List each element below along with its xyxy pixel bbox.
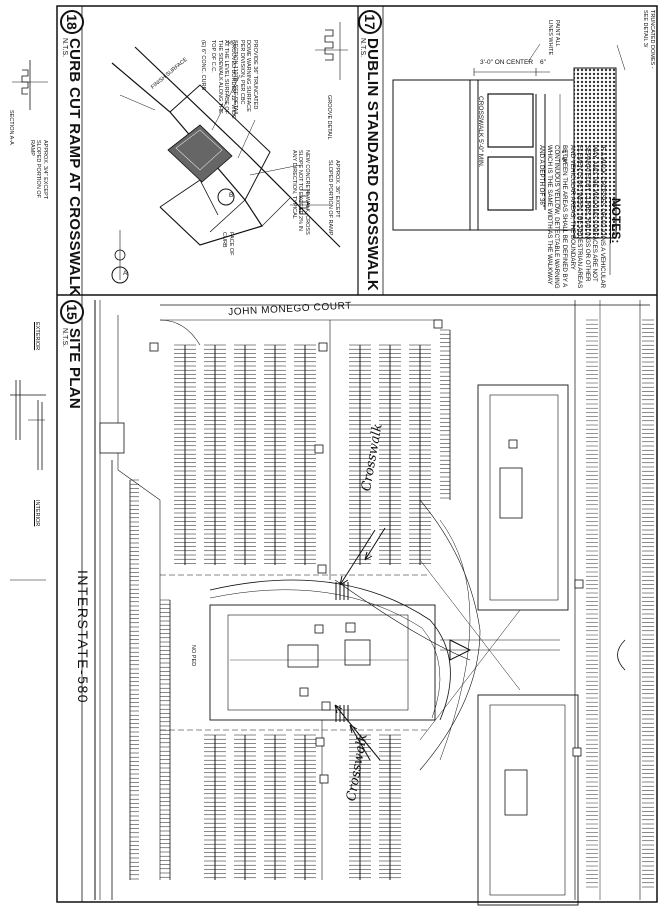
ramp-marker-a: A xyxy=(123,270,128,277)
ramp-callout-slope: APPROX. 36" EXCEPT SLOPED PORTION OF RAM… xyxy=(327,160,341,236)
site-plan-number: 15 xyxy=(63,304,80,320)
crosswalk-spacing-label: 3'-0" ON CENTER xyxy=(480,59,534,66)
ramp-label-gutter: GROOVE DETAIL xyxy=(326,95,332,140)
detail-18-title: CURB CUT RAMP AT CROSSWALK xyxy=(66,38,83,297)
ramp-label-face: FACE OF CURB xyxy=(221,232,235,256)
detail-17-scale: N.T.S. xyxy=(359,38,366,58)
detail-17-marker: 17 xyxy=(358,10,382,34)
exterior-label: EXTERIOR xyxy=(34,322,40,351)
ramp-callout-edge: GROOVED BORDER 12" WIDE AT THE LEVEL SUR… xyxy=(210,40,237,119)
detail-17-number: 17 xyxy=(361,14,378,30)
ped-label: NO PED xyxy=(190,645,196,667)
east-parking-stalls xyxy=(586,319,654,888)
notes-body: IF A WALK CROSSES OR ADJOINS A VEHICULAR… xyxy=(538,145,606,289)
truncated-dome-note: TRUNCATED DOMES - SEE DETAIL 3/ xyxy=(642,10,656,69)
highway-label: INTERSTATE-580 xyxy=(75,570,91,705)
site-plan-marker: 15 xyxy=(60,300,84,324)
site-plan-scale: N.T.S. xyxy=(61,328,68,348)
ramp-label-section: SECTION A-A xyxy=(8,110,14,145)
detail-17-title: DUBLIN STANDARD CROSSWALK xyxy=(364,38,381,292)
ramp-callout-curb: (E) 6" CONC. CURB xyxy=(200,40,206,91)
notes-heading: NOTES: xyxy=(609,198,623,244)
site-plan-title: SITE PLAN xyxy=(66,328,83,410)
crosswalk-width-label: CROSSWALK 5'-0" MIN. xyxy=(477,96,484,168)
ramp-label-slope: APPROX. 3/4" EXCEPT SLOPED PORTION OF RA… xyxy=(29,140,48,200)
paint-note: PAINT ALL LINES WHITE xyxy=(547,20,561,56)
ramp-marker-b: B xyxy=(229,192,234,199)
interior-label: INTERIOR xyxy=(34,500,40,527)
parking-rows xyxy=(129,329,451,880)
ramp-callout-walk: NEW CONCRETE WALK, CROSS SLOPE NOT TO EX… xyxy=(291,150,310,235)
detail-18-scale: N.T.S. xyxy=(61,38,68,58)
detail-18-number: 18 xyxy=(63,14,80,30)
detail-18-marker: 18 xyxy=(60,10,84,34)
crosswalk-spacing-extra: 6" xyxy=(540,59,546,66)
